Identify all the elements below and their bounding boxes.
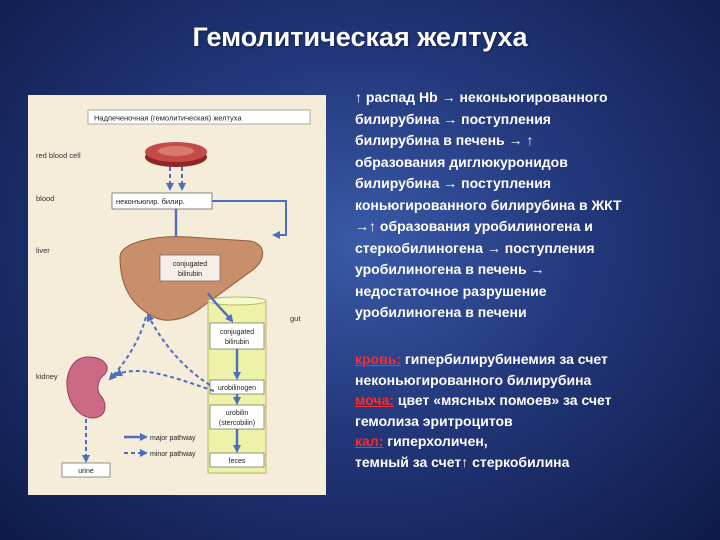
label-liver: liver	[36, 246, 50, 255]
desc-line-9: уробилиногена в печень →	[355, 261, 545, 277]
finding-blood-2: неконьюгированного билирубина	[355, 371, 592, 388]
urobilin-box	[209, 404, 265, 430]
urine-box	[61, 462, 111, 478]
feces-label: feces	[229, 458, 246, 465]
label-red-blood-cell: red blood cell	[36, 151, 81, 160]
red-blood-cell-icon	[145, 142, 207, 167]
desc-line-3: билирубина в печень → ↑	[355, 132, 534, 148]
desc-line-1: ↑ распад Hb → неконьюгированного	[355, 89, 608, 105]
urobilin-label-2: (stercobilin)	[219, 420, 255, 427]
blood-label: кровь:	[355, 351, 401, 367]
unconjugated-bilirubin-label: неконъюгир. билир.	[116, 197, 185, 206]
desc-line-4: образования диглюкуронидов	[355, 153, 568, 170]
desc-line-7: →↑ образования уробилиногена и	[355, 218, 593, 234]
label-kidney: kidney	[36, 372, 58, 381]
pathway-svg: Надпеченочная (гемолитическая) желтуха r…	[36, 109, 311, 478]
conjugated-gut-label-1: conjugated	[220, 329, 254, 336]
label-blood: blood	[36, 194, 54, 203]
conjugated-bilirubin-gut-box	[209, 322, 265, 350]
legend-major-label: major pathway	[150, 435, 196, 442]
urine-label-text: моча:	[355, 392, 394, 408]
conjugated-liver-label-1: conjugated	[173, 261, 207, 268]
diagram-header-box	[87, 109, 311, 125]
diagram-header: Надпеченочная (гемолитическая) желтуха	[94, 114, 242, 123]
lab-findings: кровь: гипербилирубинемия за счет неконь…	[355, 349, 715, 472]
desc-line-2: билирубина → поступления	[355, 110, 551, 127]
finding-urine-2: гемолиза эритроцитов	[355, 412, 513, 429]
pathogenesis-text: ↑ распад Hb → неконьюгированного билируб…	[355, 87, 715, 324]
finding-urine: моча: цвет «мясных помоев» за счет	[355, 392, 612, 408]
up-arrow-icon: ↑	[526, 132, 534, 148]
finding-blood: кровь: гипербилирубинемия за счет	[355, 351, 608, 367]
finding-stool-2: темный за счет↑ стеркобилина	[355, 453, 570, 470]
finding-stool: кал: гиперхоличен,	[355, 433, 488, 449]
feces-box	[209, 452, 265, 468]
urine-label: urine	[78, 468, 94, 475]
conjugated-gut-label-2: bilirubin	[225, 339, 249, 346]
legend-minor-label: minor pathway	[150, 451, 196, 458]
arrow-right-up-icon: →↑	[355, 218, 376, 234]
conjugated-bilirubin-liver-box	[159, 254, 221, 282]
label-gut: gut	[290, 314, 301, 323]
desc-line-10: недостаточное разрушение	[355, 282, 547, 299]
urobilinogen-label: urobilinogen	[218, 385, 256, 392]
slide-title: Гемолитическая желтуха	[192, 22, 528, 52]
desc-line-6: коньюгированного билирубина в ЖКТ	[355, 196, 622, 213]
stool-label: кал:	[355, 433, 384, 449]
desc-line-5: билирубина → поступления	[355, 175, 551, 191]
up-arrow-icon: ↑	[355, 89, 362, 105]
conjugated-liver-label-2: bilirubin	[178, 271, 202, 278]
desc-line-8: стеркобилиногена → поступления	[355, 239, 595, 256]
urobilin-label-1: urobilin	[226, 410, 249, 417]
bilirubin-pathway-diagram: Надпеченочная (гемолитическая) желтуха r…	[28, 95, 326, 495]
up-arrow-icon: ↑	[461, 453, 469, 470]
kidney-icon	[66, 356, 108, 419]
desc-line-11: уробилиногена в печени	[355, 304, 527, 320]
